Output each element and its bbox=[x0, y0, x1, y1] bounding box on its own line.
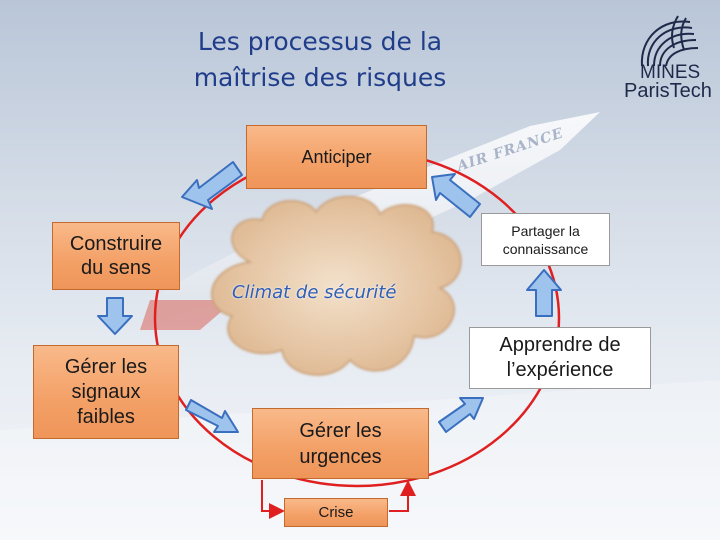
slide-title-line-1: Les processus de la bbox=[197, 27, 443, 56]
arrow-urgences-to-crise bbox=[261, 480, 285, 519]
safety-climate-label: Climat de sécurité bbox=[232, 282, 397, 303]
arrow-partager-to-anticiper bbox=[431, 173, 481, 218]
safety-climate-cloud bbox=[211, 195, 462, 376]
box-partager-label: Partager la connaissance bbox=[502, 222, 589, 257]
box-gerer-signaux-faibles: Gérer les signaux faibles bbox=[33, 345, 179, 439]
box-apprendre-label: Apprendre de l’expérience bbox=[499, 334, 621, 381]
box-crise-label: Crise bbox=[318, 504, 354, 521]
box-anticiper: Anticiper bbox=[246, 125, 427, 189]
box-gerer-urgences: Gérer les urgences bbox=[252, 408, 429, 479]
logo-text-paristech: ParisTech bbox=[624, 80, 712, 102]
arrow-signaux-to-urgences bbox=[185, 399, 239, 433]
mines-paristech-logo bbox=[640, 15, 699, 67]
box-urgences-label: Gérer les urgences bbox=[299, 419, 382, 468]
arrow-urgences-to-apprendre bbox=[438, 397, 484, 433]
slide-title: Les processus de la maîtrise des risques bbox=[170, 24, 470, 96]
arrow-construire-to-signaux bbox=[97, 297, 133, 335]
box-signaux-label: Gérer les signaux faibles bbox=[64, 355, 148, 428]
arrow-crise-to-urgences bbox=[389, 480, 416, 512]
box-construire-label: Construire du sens bbox=[69, 233, 163, 279]
slide-title-line-2: maîtrise des risques bbox=[193, 63, 447, 92]
arrow-apprendre-to-partager bbox=[526, 269, 562, 317]
box-anticiper-label: Anticiper bbox=[301, 146, 372, 167]
box-crise: Crise bbox=[284, 498, 388, 527]
box-partager-connaissance: Partager la connaissance bbox=[481, 213, 610, 266]
logo-text-mines: MINES bbox=[640, 62, 701, 83]
arrow-construire-to-anticiper bbox=[181, 161, 243, 210]
box-apprendre-experience: Apprendre de l’expérience bbox=[469, 327, 651, 389]
box-construire-du-sens: Construire du sens bbox=[52, 222, 180, 290]
